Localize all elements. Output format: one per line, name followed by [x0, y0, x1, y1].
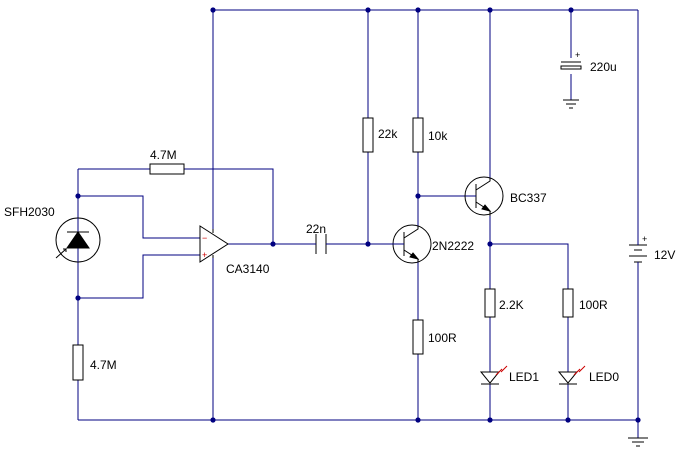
label-collector-resistor: 10k — [428, 129, 448, 143]
led1 — [479, 365, 508, 385]
label-led1-resistor: 2.2K — [499, 298, 524, 312]
resistor-led0-100r — [562, 288, 574, 318]
junction-node — [365, 241, 371, 247]
led1-light-icon — [495, 365, 508, 376]
resistor-emitter-100r — [412, 319, 424, 355]
opamp-triangle — [199, 225, 229, 263]
transistor-bc337-body — [464, 176, 504, 216]
junction-node — [487, 241, 493, 247]
junction-node — [210, 417, 216, 423]
junction-node — [210, 7, 216, 13]
opamp-noninverting-sign: + — [202, 250, 207, 260]
label-coupling-cap: 22n — [306, 222, 326, 236]
opamp-ca3140: − + — [199, 225, 229, 263]
transistor-2n2222-arrow — [409, 252, 420, 260]
label-opamp: CA3140 — [226, 262, 270, 276]
junction-node — [75, 295, 81, 301]
label-bias-resistor: 4.7M — [90, 358, 117, 372]
junction-node — [415, 7, 421, 13]
junction-dots — [75, 7, 641, 423]
photodiode-sfh2030 — [55, 217, 101, 263]
resistor-10k — [412, 117, 424, 153]
junction-node — [415, 193, 421, 199]
junction-node — [565, 417, 571, 423]
junction-node — [487, 7, 493, 13]
junction-node — [415, 417, 421, 423]
label-led0-resistor: 100R — [579, 298, 608, 312]
transistor-bc337 — [464, 176, 504, 216]
light-arrow-icon — [55, 248, 67, 259]
ground-220u-icon — [563, 99, 579, 109]
label-led1: LED1 — [509, 370, 539, 384]
opamp-inverting-sign: − — [202, 233, 207, 243]
label-led0: LED0 — [589, 370, 619, 384]
label-photodiode: SFH2030 — [4, 205, 55, 219]
capacitor-220u: + — [560, 50, 582, 109]
label-transistor-1: 2N2222 — [432, 239, 474, 253]
component-labels: SFH2030 4.7M 4.7M CA3140 22n 22k 10k 100… — [4, 60, 675, 384]
label-transistor-2: BC337 — [510, 191, 547, 205]
label-supply: 12V — [654, 248, 675, 262]
transistor-bc337-collector — [475, 178, 491, 191]
label-decoupling-cap: 220u — [590, 60, 617, 74]
wire-opamp-noninverting — [78, 254, 200, 299]
battery-12v: + — [629, 234, 647, 268]
ground-icon — [628, 437, 648, 447]
photodiode-triangle — [66, 231, 90, 249]
junction-node — [487, 417, 493, 423]
capacitor-220u-plate-bottom — [560, 65, 582, 70]
resistors — [72, 117, 574, 381]
wire-opamp-inverting — [78, 195, 200, 239]
wire-led0-branch — [490, 243, 569, 420]
junction-node — [635, 417, 641, 423]
battery-plus: + — [642, 234, 647, 244]
ground-main-icon — [628, 437, 648, 447]
wires — [77, 9, 639, 438]
capacitor-220u-plus: + — [575, 50, 580, 60]
led0-triangle — [557, 371, 579, 384]
resistor-22k — [362, 117, 374, 153]
led0 — [557, 365, 586, 385]
led1-triangle — [479, 371, 501, 384]
transistor-2n2222-collector — [403, 226, 419, 239]
wire-feedback — [78, 168, 274, 244]
junction-node — [568, 7, 574, 13]
led0-light-icon — [573, 365, 586, 376]
transistor-2n2222 — [392, 224, 432, 264]
transistor-bc337-arrow — [481, 204, 492, 212]
label-base-resistor: 22k — [378, 127, 398, 141]
junction-node — [75, 193, 81, 199]
junction-node — [270, 241, 276, 247]
resistor-bias-4m7 — [72, 344, 84, 381]
junction-node — [365, 7, 371, 13]
label-emitter-resistor: 100R — [428, 331, 457, 345]
resistor-feedback-4m7 — [149, 163, 185, 175]
label-feedback-resistor: 4.7M — [150, 148, 177, 162]
resistor-2k2 — [484, 288, 496, 318]
capacitor-22n — [312, 234, 330, 254]
